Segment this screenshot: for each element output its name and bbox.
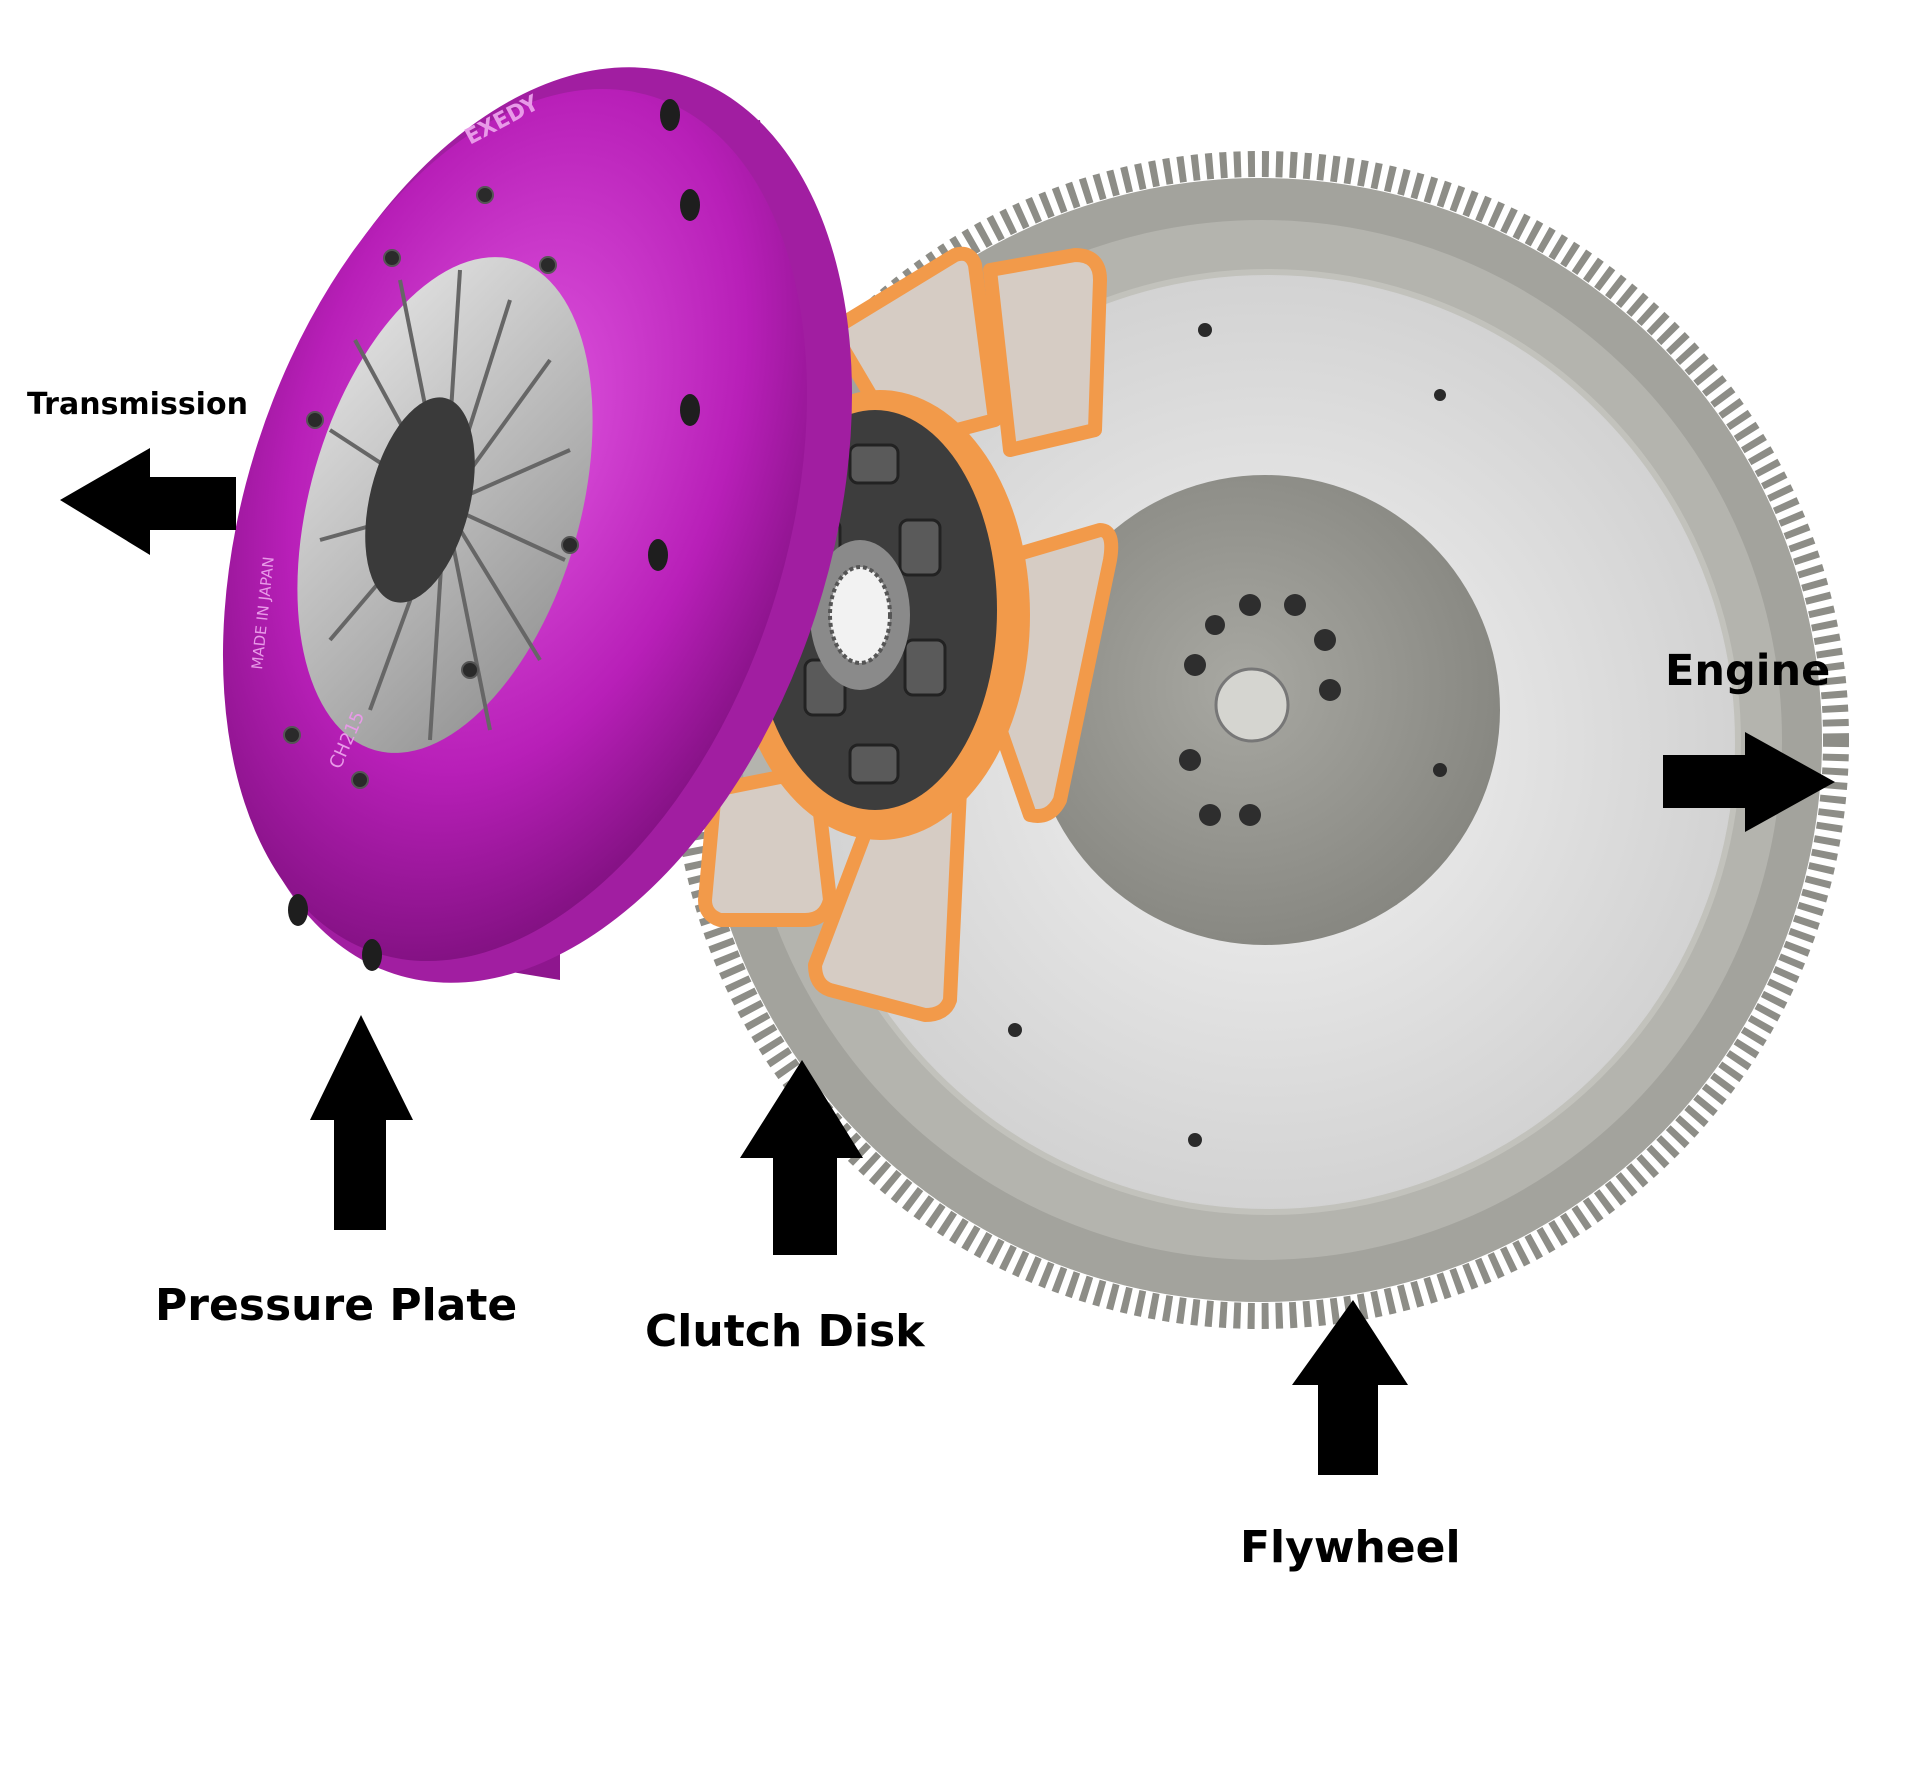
engine-arrow-icon [1663,732,1835,832]
pressure-plate-label: Pressure Plate [155,1280,518,1331]
clutch-disk-label: Clutch Disk [645,1306,925,1357]
flywheel-arrow-icon [1292,1300,1408,1475]
clutch-disk-splined-hub [828,565,892,665]
clutch-disk-arrow-icon [740,1060,863,1255]
pressure-plate-center-opening [365,397,475,603]
flywheel-label: Flywheel [1240,1522,1461,1573]
pressure-plate-lugs [288,99,700,971]
flywheel-center-bore [1214,667,1290,743]
transmission-label: Transmission [27,387,248,422]
pressure-plate-bolts [283,186,579,789]
engine-label: Engine [1665,646,1831,696]
flywheel-bolt-holes [1179,594,1341,826]
transmission-arrow-icon [60,448,236,555]
pressure-plate-arrow-icon [310,1015,413,1230]
pressure-plate-graphic: EXEDY MADE IN JAPAN CH215 [222,67,852,983]
direction-arrows [60,448,1835,1475]
